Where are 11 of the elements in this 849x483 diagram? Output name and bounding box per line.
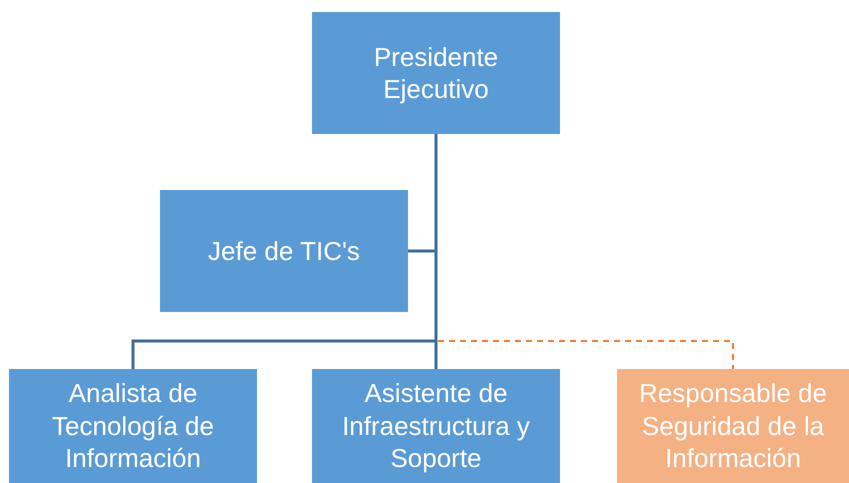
position-title: Analista de Tecnología de Información [51, 377, 215, 475]
position-title: Presidente Ejecutivo [372, 40, 500, 106]
position-box [312, 369, 560, 483]
position-box [312, 12, 560, 134]
position-box [617, 369, 849, 483]
connector [434, 134, 438, 369]
position-title: Jefe de TIC's [208, 234, 360, 268]
position-title: Asistente de Infraestructura y Soporte [341, 377, 531, 475]
position-box [9, 369, 257, 483]
position-title: Responsable de Seguridad de la Información [638, 377, 828, 475]
position-box [160, 190, 408, 312]
